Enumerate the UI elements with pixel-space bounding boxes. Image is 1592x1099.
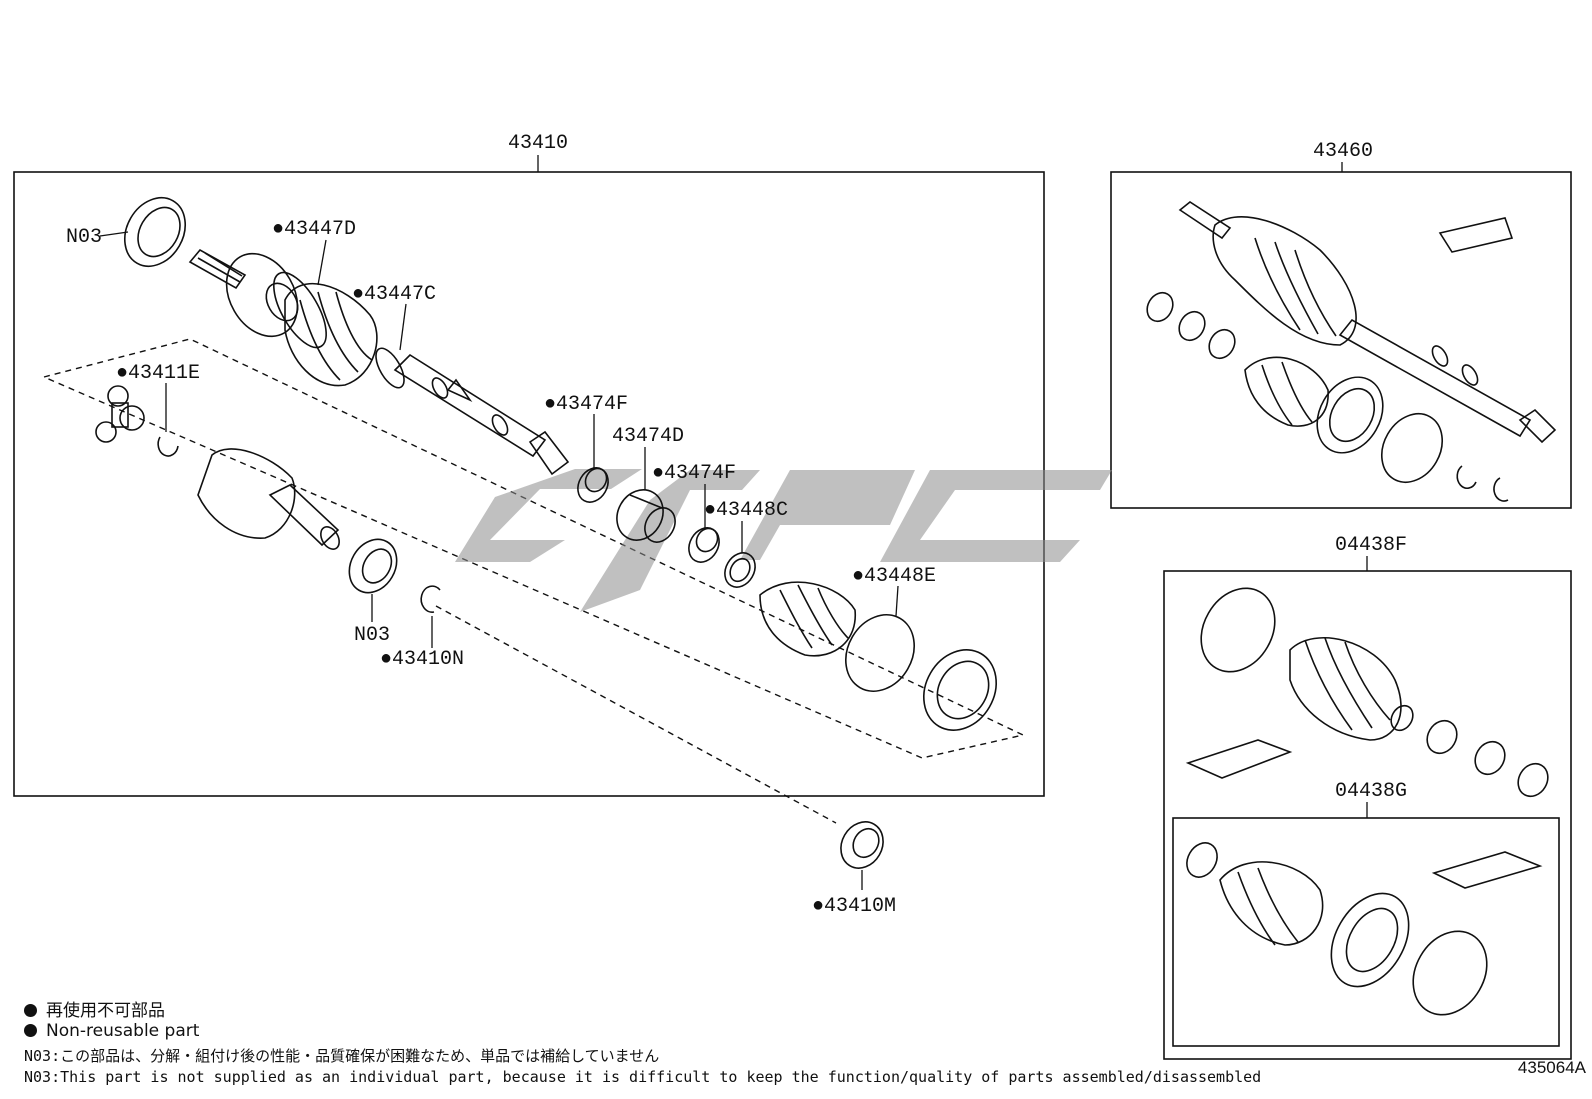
clamp-43448c — [724, 552, 756, 588]
label-43460: 43460 — [1313, 140, 1373, 163]
clamp-43474f-a — [577, 467, 609, 503]
label-43410m: ●43410M — [812, 895, 896, 918]
legend-n03-jp: N03:この部品は、分解・組付け後の性能・品質確保が困難なため、単品では補給して… — [24, 1047, 660, 1065]
snap-ring-43410n — [420, 585, 441, 613]
label-43410: 43410 — [508, 132, 568, 155]
label-n03-top: N03 — [66, 226, 102, 249]
oil-seal-n03-top — [124, 197, 186, 267]
inner-joint-dashed-outline — [41, 338, 1026, 759]
bearing-43410m — [840, 821, 884, 890]
kit-g-grease-pack — [1431, 851, 1543, 889]
inner-boot — [759, 581, 856, 657]
kit-g-boot — [1219, 861, 1324, 946]
watermark — [455, 469, 1112, 612]
legend-jp-marker: 再使用不可部品 — [24, 996, 165, 1021]
outer-shaft-assembly — [1178, 201, 1557, 444]
label-43448c: ●43448C — [704, 499, 788, 522]
outer-clamp-band — [1381, 413, 1443, 483]
diagram-code: 435064A — [1517, 1058, 1586, 1077]
damper-43474d — [616, 489, 676, 543]
label-n03-bottom: N03 — [354, 624, 390, 647]
non-reusable-dot-icon — [24, 1004, 37, 1017]
label-43474f-a: ●43474F — [544, 393, 628, 416]
kit-g-joint-cover — [1330, 892, 1410, 988]
outer-clamps — [1146, 291, 1236, 360]
outer-assembly-frame — [1110, 171, 1572, 509]
kit-f-grease-pack — [1185, 739, 1293, 779]
kit-g-clamp-band — [1412, 930, 1488, 1016]
label-43411e: ●43411E — [116, 362, 200, 385]
legend-n03-en: N03:This part is not supplied as an indi… — [24, 1068, 1262, 1086]
legend-en-marker: Non-reusable part — [24, 1021, 199, 1041]
outer-snap-ring-a — [1456, 465, 1477, 489]
label-43410n: ●43410N — [380, 648, 464, 671]
label-43474f-b: ●43474F — [652, 462, 736, 485]
outer-grease-pack — [1438, 217, 1514, 253]
label-43474d: 43474D — [612, 425, 684, 448]
dashed-leader-43410m — [435, 605, 837, 824]
kit-g-clamp — [1186, 842, 1218, 878]
clamp-43474f-b — [688, 527, 720, 563]
label-04438F: 04438F — [1335, 534, 1407, 557]
kit-f-clamps — [1426, 719, 1549, 798]
inner-joint-cover — [923, 649, 997, 731]
label-43447d: ●43447D — [272, 218, 356, 241]
outer-snap-ring-b — [1493, 477, 1509, 502]
non-reusable-dot-icon — [24, 1024, 37, 1037]
outer-joint-cover — [1316, 376, 1384, 454]
label-43447c: ●43447C — [352, 283, 436, 306]
label-43448e: ●43448E — [852, 565, 936, 588]
outer-boot-spare — [1244, 356, 1329, 427]
kit-f-clamp-band — [1200, 587, 1276, 673]
main-shaft-assembly — [188, 248, 570, 476]
label-04438G: 04438G — [1335, 780, 1407, 803]
tripod-joint-43411e — [95, 385, 179, 457]
boot-kit-g-frame — [1172, 817, 1560, 1047]
clamp-band-43448e — [845, 614, 915, 692]
kit-f-boot — [1289, 636, 1414, 741]
inner-joint-housing — [197, 448, 340, 550]
dust-cover-n03-bottom — [348, 538, 398, 594]
